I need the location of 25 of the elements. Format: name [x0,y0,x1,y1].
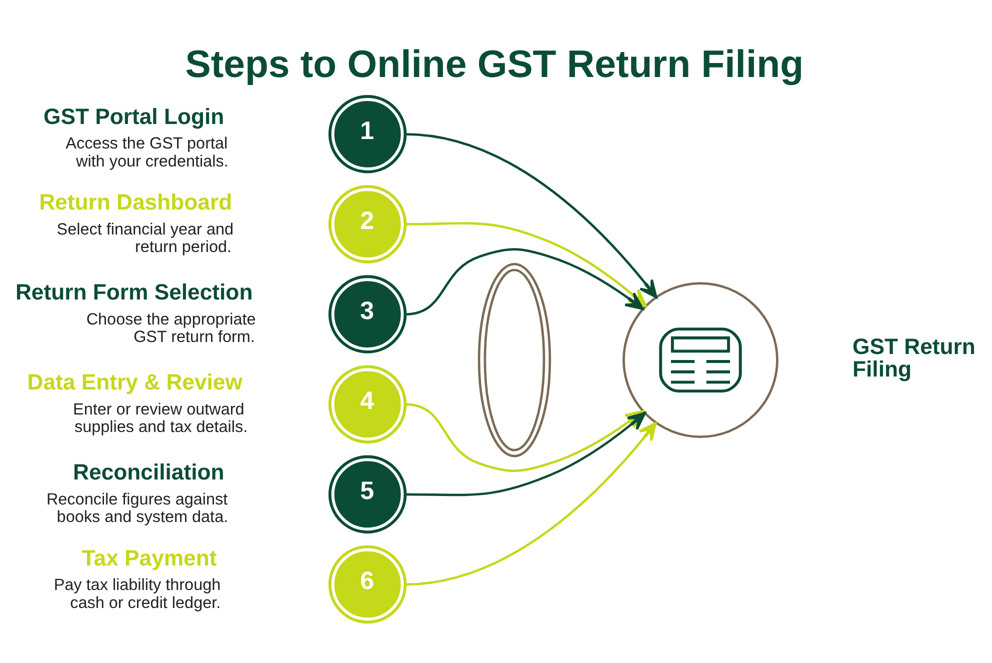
node-label: Enter or review outward supplies and tax details. [73,400,248,436]
node-label: Access the GST portal with your credentials. [66,134,228,170]
node-label: Pay tax liability through cash or credit ledger. [54,576,221,612]
arrow [405,132,658,298]
node-circle: 4 [328,364,407,443]
node-circle: 2 [328,184,407,263]
node-circle: 3 [328,274,407,353]
node-label: GST Portal Login [44,103,224,128]
node-disc [478,262,552,457]
node-circle: 1 [328,94,407,173]
node-label: Return Dashboard [39,188,232,214]
arrow [405,412,646,496]
node-label: Reconciliation [73,459,224,484]
node-label: GST Return Filing [852,334,976,381]
arrow [405,248,644,315]
node-label: Tax Payment [82,544,217,570]
arrow [405,421,657,586]
node-label: Select financial year and return period. [56,220,234,256]
diagram-title: Steps to Online GST Return Filing [185,42,804,86]
node-label: Choose the appropriate GST return form. [86,310,256,346]
node-label: Return Form Selection [15,279,253,304]
node-circle: 5 [328,454,407,534]
node-circle: 6 [328,544,407,624]
node-label: Data Entry & Review [27,369,242,394]
node-label: Reconcile figures against books and system data. [46,490,228,526]
